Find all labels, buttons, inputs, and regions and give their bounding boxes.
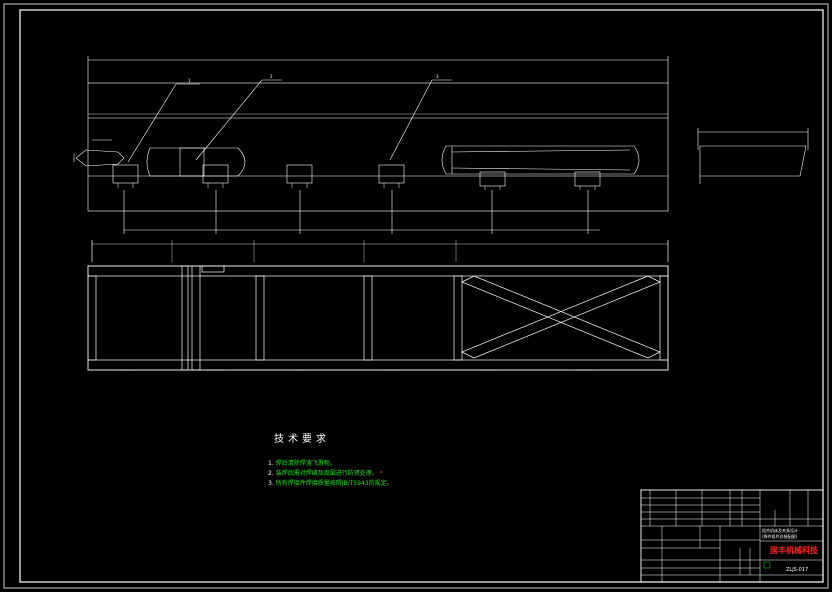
balloon-labels: 1 2 3	[188, 74, 439, 83]
requirement-num: 1.	[268, 460, 274, 467]
requirement-num: 2.	[268, 470, 274, 477]
balloon-1: 1	[188, 78, 191, 83]
top-view	[73, 56, 669, 234]
balloon-3: 3	[436, 74, 439, 79]
requirement-text: 焊后清除焊渣飞溅物。	[275, 460, 336, 467]
requirement-item-1: 1.焊后清除焊渣飞溅物。	[268, 459, 568, 469]
title-block-desc-2: (焊件组件总装配图)	[762, 534, 798, 539]
technical-requirements-list: 1.焊后清除焊渣飞溅物。 2.装焊后需对焊缝及周围进行防锈处理。 * 3.所有焊…	[268, 459, 568, 489]
requirement-mark: *	[379, 470, 383, 477]
requirement-text: 装焊后需对焊缝及周围进行防锈处理。	[275, 470, 378, 477]
title-block-drawing-no: ZLJS-017	[786, 567, 809, 573]
title-block-desc-1: 组合机床及夹具设计	[762, 528, 798, 533]
requirement-text: 所有焊接件焊接质量按照JB/T5943的规定。	[275, 480, 393, 487]
requirement-num: 3.	[268, 480, 274, 487]
balloon-2: 2	[270, 74, 273, 79]
front-view	[87, 240, 669, 371]
side-view	[697, 128, 809, 184]
technical-requirements: 技术要求 1.焊后清除焊渣飞溅物。 2.装焊后需对焊缝及周围进行防锈处理。 * …	[268, 430, 568, 489]
requirement-item-2: 2.装焊后需对焊缝及周围进行防锈处理。 *	[268, 469, 568, 479]
sheet-frame	[3, 3, 829, 589]
title-block	[640, 489, 824, 583]
title-block-company: 国丰机械科技	[770, 546, 818, 555]
technical-requirements-title: 技术要求	[274, 434, 330, 445]
requirement-item-3: 3.所有焊接件焊接质量按照JB/T5943的规定。	[268, 479, 568, 489]
